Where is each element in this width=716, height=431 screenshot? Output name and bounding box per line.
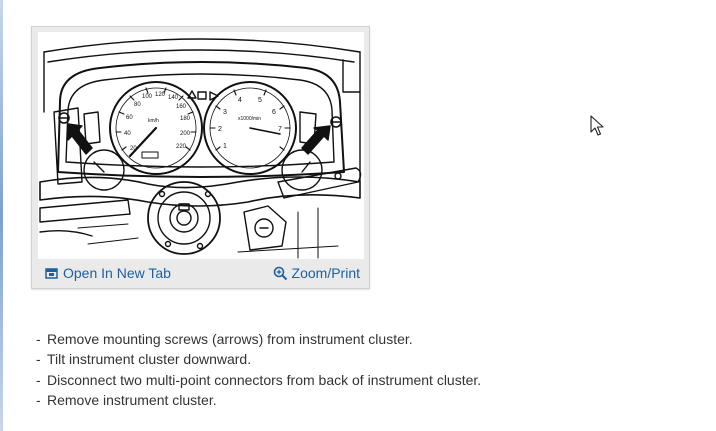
tachometer-label-3: 3: [223, 109, 227, 116]
tachometer-label-7: 7: [278, 126, 282, 133]
speedometer-label-60: 60: [126, 115, 133, 121]
instrument-cluster-diagram[interactable]: 20 40 60 80 100 120 140 160 180 200 220 …: [38, 32, 364, 259]
instruction-list: -Remove mounting screws (arrows) from in…: [36, 329, 481, 410]
list-dash: -: [36, 331, 41, 347]
speedometer-label-20: 20: [130, 146, 137, 152]
speedometer-label-160: 160: [176, 104, 187, 110]
instruction-text: Remove mounting screws (arrows) from ins…: [47, 331, 413, 347]
zoom-print-link[interactable]: Zoom/Print: [273, 265, 360, 281]
speedometer-label-200: 200: [180, 131, 191, 137]
instruction-item: -Tilt instrument cluster downward.: [36, 349, 481, 369]
speedometer-label-140: 140: [168, 95, 179, 101]
tachometer-label-1: 1: [223, 143, 227, 150]
list-dash: -: [36, 391, 41, 408]
speedometer-label-220: 220: [176, 144, 187, 150]
instruction-item: -Remove instrument cluster.: [36, 390, 481, 410]
zoom-print-label: Zoom/Print: [291, 265, 360, 281]
list-dash: -: [36, 351, 41, 368]
speedometer-label-180: 180: [180, 116, 191, 122]
window-left-edge: [0, 0, 3, 431]
zoom-in-icon: [273, 266, 288, 281]
speedometer-label-100: 100: [142, 94, 153, 100]
speedometer-label-120: 120: [155, 92, 166, 98]
open-in-new-tab-label: Open In New Tab: [63, 265, 171, 281]
instruction-item: -Remove mounting screws (arrows) from in…: [36, 329, 481, 349]
instruction-text: Tilt instrument cluster downward.: [47, 351, 252, 368]
tachometer-label-5: 5: [258, 97, 262, 104]
tachometer-label-2: 2: [218, 126, 222, 133]
open-in-new-tab-icon: [44, 266, 59, 281]
instruction-item: -Disconnect two multi-point connectors f…: [36, 370, 481, 390]
tachometer-label-6: 6: [272, 109, 276, 116]
tachometer-unit: x1000/min: [238, 116, 261, 122]
instruction-text: Remove instrument cluster.: [47, 391, 217, 408]
figure-toolbar: Open In New Tab Zoom/Print: [38, 263, 364, 285]
tachometer-label-4: 4: [238, 97, 242, 104]
speedometer-label-80: 80: [134, 102, 141, 108]
open-in-new-tab-link[interactable]: Open In New Tab: [44, 265, 171, 281]
list-dash: -: [36, 371, 41, 388]
speedometer-label-40: 40: [124, 131, 131, 137]
mouse-pointer-icon: [590, 115, 606, 137]
instruction-text: Disconnect two multi-point connectors fr…: [47, 371, 482, 388]
speedometer-unit: km/h: [148, 118, 159, 124]
figure-card: 20 40 60 80 100 120 140 160 180 200 220 …: [31, 26, 370, 289]
